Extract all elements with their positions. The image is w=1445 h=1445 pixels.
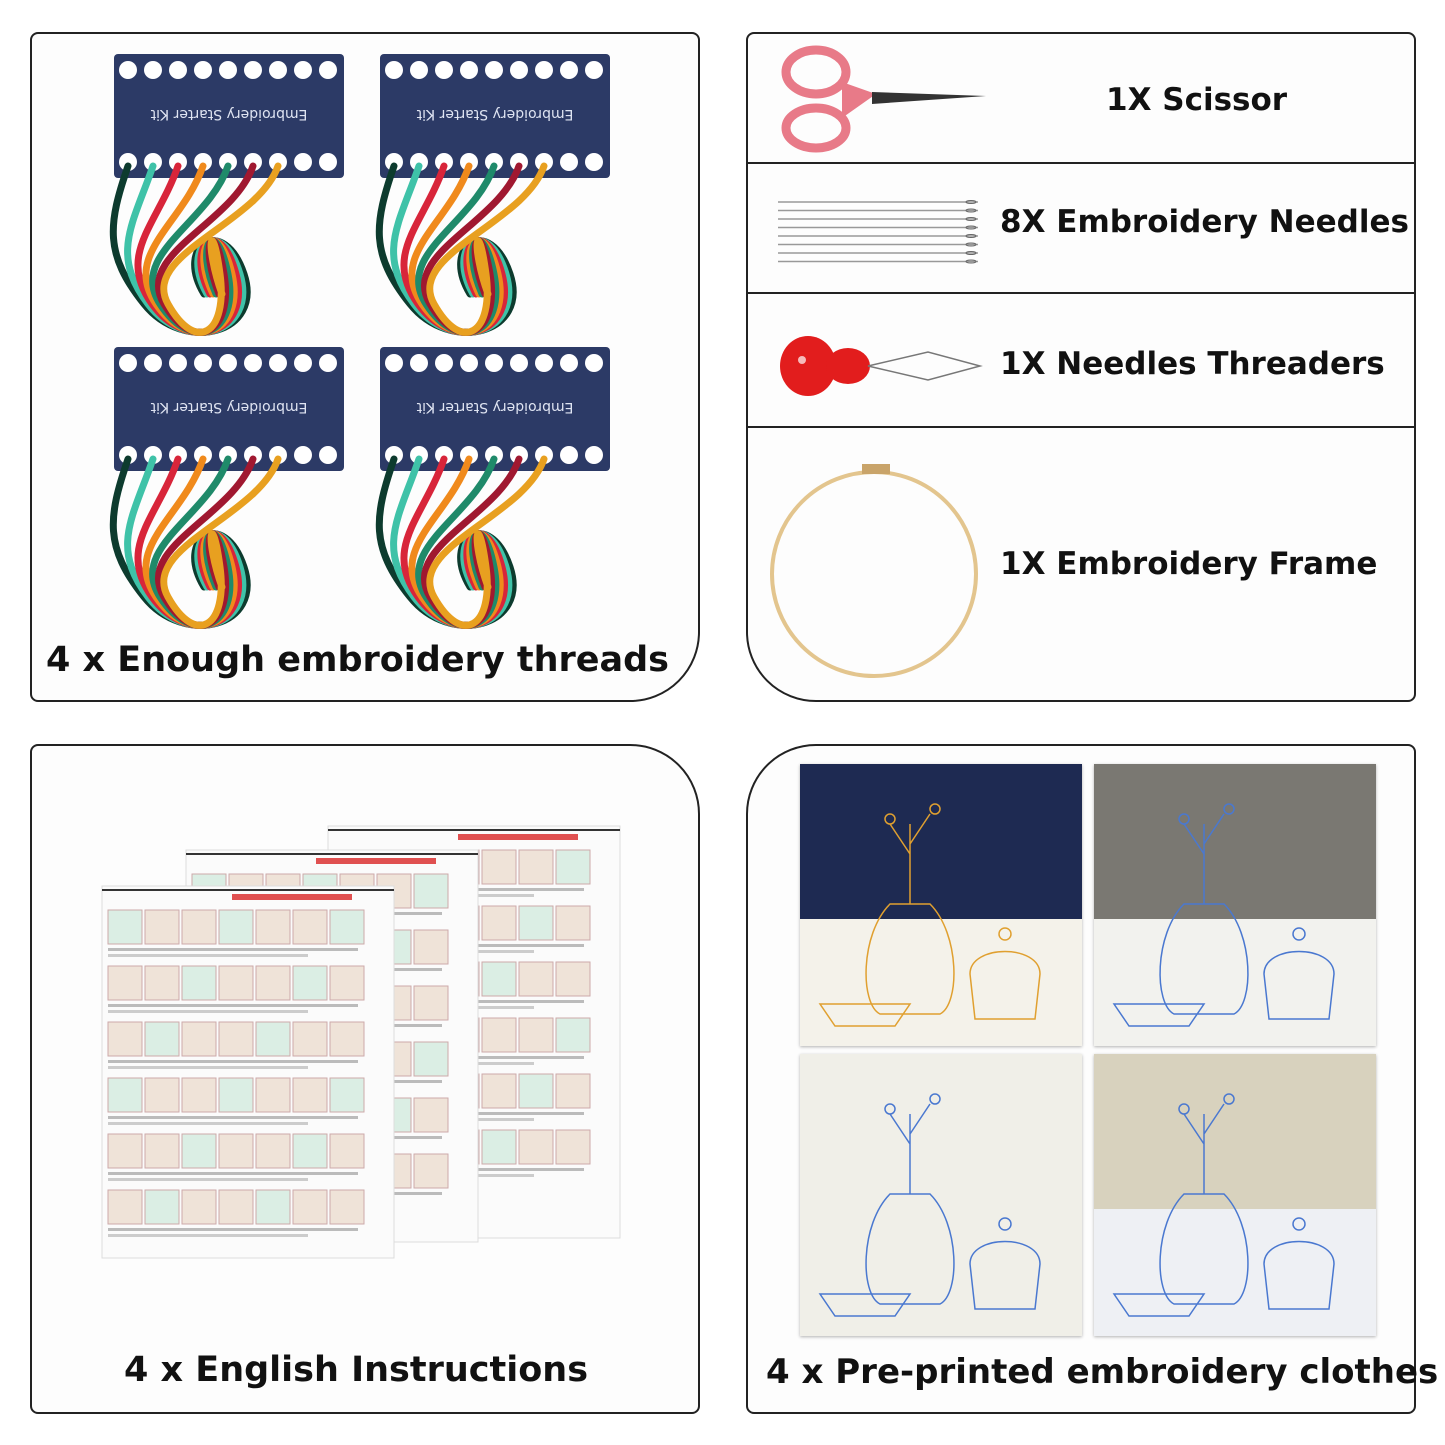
instructions-panel: 4 x English Instructions	[30, 744, 700, 1414]
scissor-icon	[781, 45, 986, 153]
fabrics-caption: 4 x Pre-printed embroidery clothes	[766, 1352, 1439, 1392]
fabrics-panel: 4 x Pre-printed embroidery clothes	[746, 744, 1438, 1414]
tool-row-hoop: 1X Embroidery Frame	[748, 428, 1414, 704]
tool-row-threader: 1X Needles Threaders	[748, 294, 1414, 428]
tool-label: 1X Embroidery Frame	[1000, 546, 1378, 582]
fabric-sample	[800, 764, 1082, 1046]
instruction-sheet	[101, 885, 395, 1259]
tool-label: 1X Needles Threaders	[1000, 346, 1385, 382]
svg-text:Embroidery Starter Kit: Embroidery Starter Kit	[150, 106, 307, 122]
needles-icon	[778, 200, 978, 264]
fabric-sample	[1094, 1054, 1376, 1336]
tool-label: 1X Scissor	[1106, 82, 1288, 118]
fabric-sample	[800, 1054, 1082, 1336]
tool-row-scissor: 1X Scissor	[748, 34, 1414, 164]
thread-board: Embroidery Starter Kit	[375, 347, 610, 629]
tool-label: 8X Embroidery Needles	[1000, 204, 1409, 240]
instructions-caption: 4 x English Instructions	[124, 1350, 589, 1390]
svg-text:Embroidery Starter Kit: Embroidery Starter Kit	[150, 399, 307, 415]
threads-caption: 4 x Enough embroidery threads	[46, 640, 670, 680]
thread-board: Embroidery Starter Kit	[109, 54, 344, 336]
thread-board: Embroidery Starter Kit	[109, 347, 344, 629]
svg-text:Embroidery Starter Kit: Embroidery Starter Kit	[416, 399, 573, 415]
tools-panel: 1X Scissor 8X Embroidery Needles 1X Need…	[746, 32, 1416, 702]
threader-icon	[780, 336, 983, 396]
fabric-sample	[1094, 764, 1376, 1046]
thread-board: Embroidery Starter Kit	[375, 54, 610, 336]
hoop-icon	[770, 464, 978, 678]
svg-text:Embroidery Starter Kit: Embroidery Starter Kit	[416, 106, 573, 122]
tool-row-needles: 8X Embroidery Needles	[748, 164, 1414, 294]
